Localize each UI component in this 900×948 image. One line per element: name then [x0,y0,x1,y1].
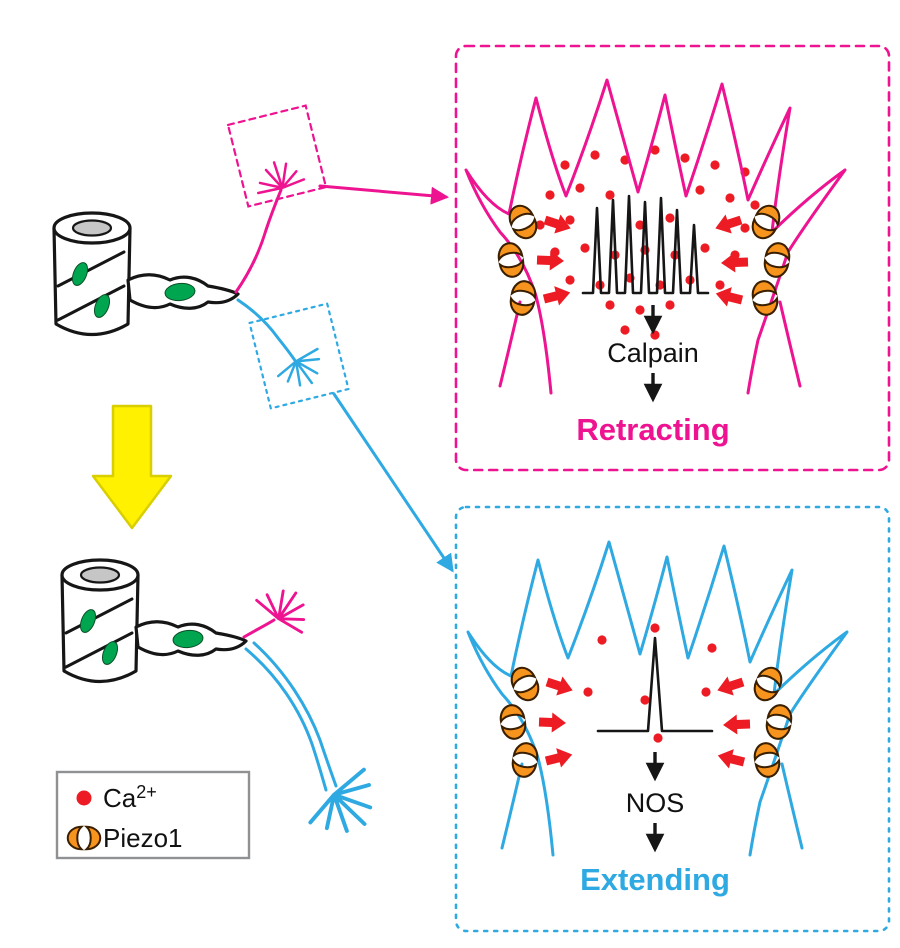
calcium-ion [650,145,660,155]
calcium-ion [700,243,710,253]
calcium-ion [635,220,645,230]
extending-calcium-ions [583,623,717,743]
calcium-ion [707,643,717,653]
extended-branch-after-2 [252,641,338,788]
calcium-spike-train [581,194,710,295]
calcium-ion [565,215,575,225]
extending-panel-border [454,505,891,933]
calcium-ion [750,200,760,210]
retracting-calcium-ions [535,145,760,340]
extending-panel: NOS Extending [454,505,891,933]
calcium-ion [640,695,650,705]
calcium-ion [545,190,555,200]
retracting-panel: Calpain Retracting [454,44,891,472]
calcium-ion [565,275,575,285]
legend: Ca2+ Piezo1 [55,770,251,860]
time-progression-arrow [91,404,173,530]
calcium-ion [710,160,720,170]
retracted-branch-after [242,618,276,639]
calcium-ion [635,305,645,315]
arrow-to-extending-panel [332,392,454,573]
calcium-ion [580,243,590,253]
calcium-ion [605,300,615,310]
calcium-ion [715,280,725,290]
calcium-ion [620,325,630,335]
calcium-single-spike [596,636,714,733]
calcium-ion [695,185,705,195]
neuron-before [52,104,454,573]
piezo-label: Piezo1 [103,823,183,853]
extending-branch-before [236,298,298,364]
calcium-ion [665,213,675,223]
calcium-ion [590,150,600,160]
calcium-ion-icon [76,790,92,806]
extending-inset-marker [248,302,350,410]
neuron-after [60,558,393,852]
calcium-ion [725,193,735,203]
calcium-ion [605,190,615,200]
calcium-ion [740,223,750,233]
calcium-ion [650,623,660,633]
retracting-inset-marker [226,104,328,208]
calcium-ion [583,687,593,697]
legend-calcium-item: Ca2+ [76,782,157,813]
calcium-ion [680,153,690,163]
legend-piezo-item: Piezo1 [66,823,183,853]
calcium-ion [665,300,675,310]
calcium-label: Ca2+ [103,782,157,813]
extending-label: Extending [580,862,730,897]
calcium-ion [701,687,711,697]
nos-label: NOS [626,788,685,818]
extended-branch-after-1 [244,647,328,792]
retracting-panel-border [454,44,891,472]
calcium-ion [535,220,545,230]
retracting-label: Retracting [576,412,729,447]
calcium-ion [560,160,570,170]
calcium-ion [575,183,585,193]
calcium-ion [653,733,663,743]
calpain-label: Calpain [607,338,699,368]
calcium-ion [597,635,607,645]
arrow-to-retracting-panel [318,184,449,205]
